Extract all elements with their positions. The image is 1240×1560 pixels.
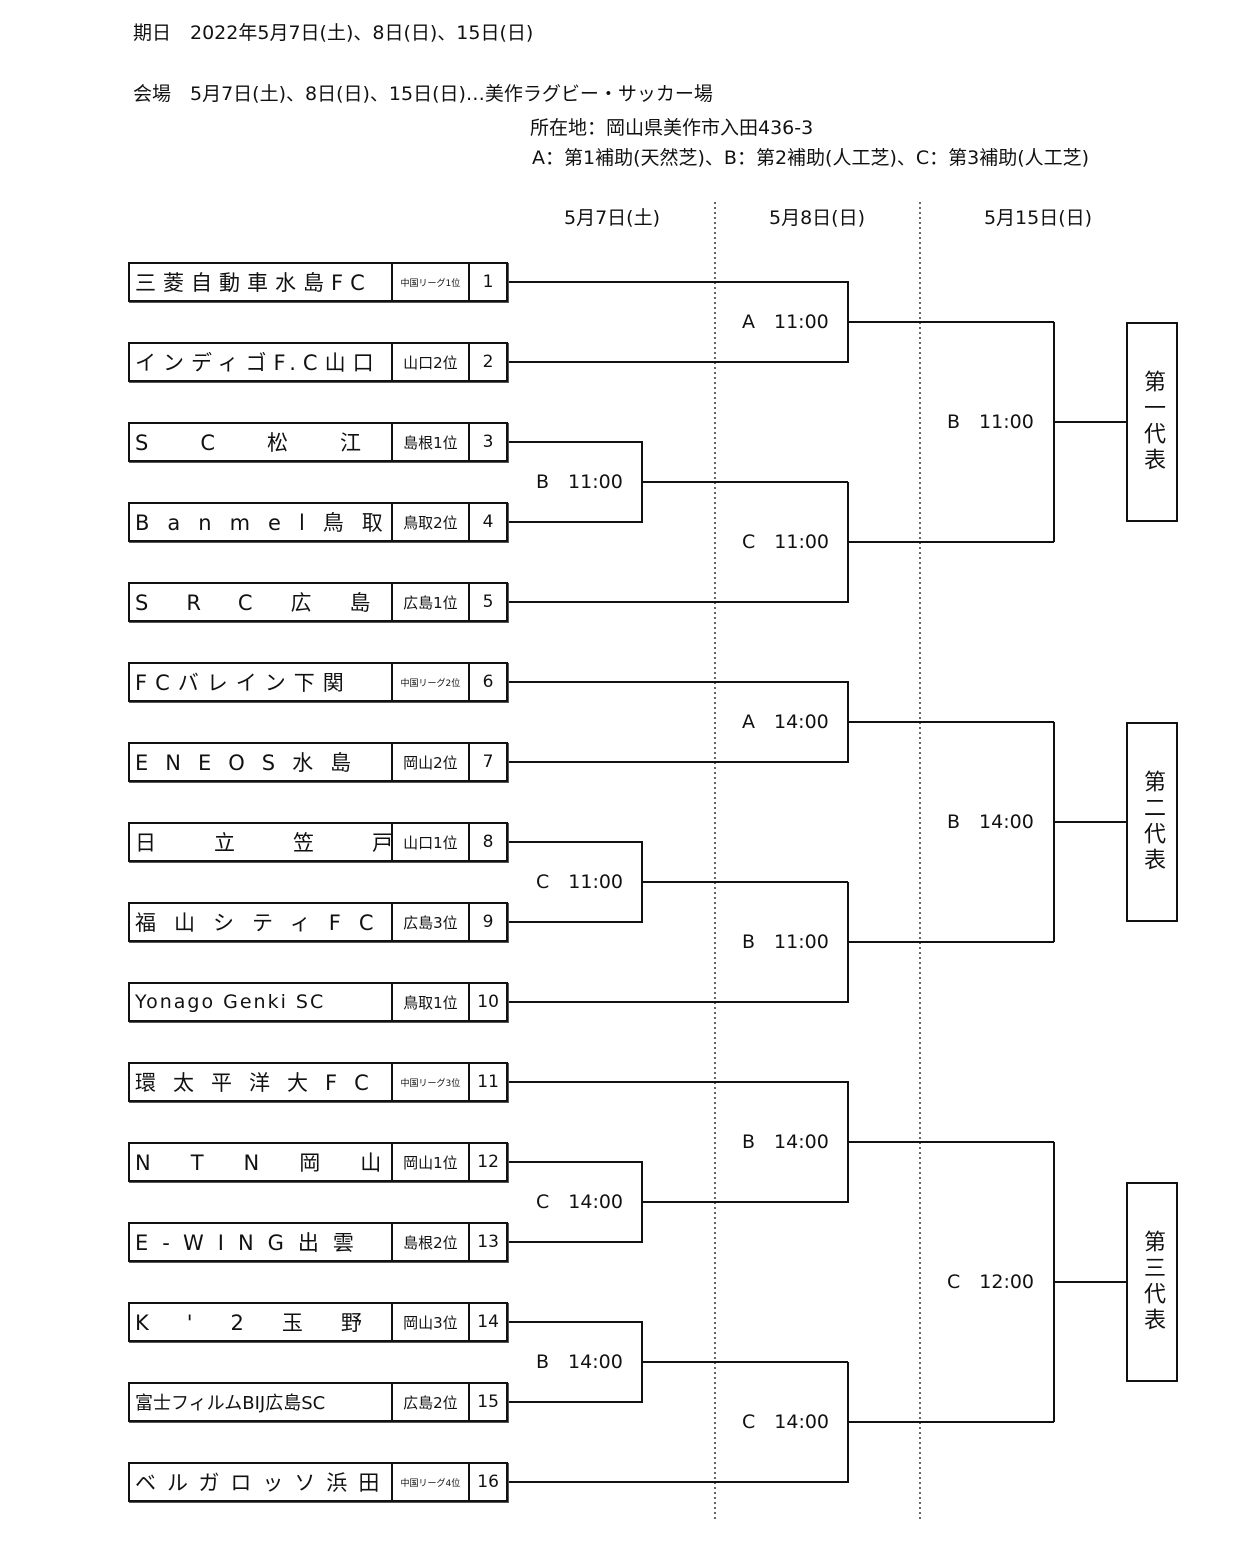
match-label-r2: B 14:00 (742, 1131, 829, 1153)
match-label-r1: C 11:00 (536, 871, 624, 893)
team-seed: 9 (482, 912, 494, 932)
team-name: ベルガロッソ浜田 (130, 1464, 393, 1500)
winner-box-2: 第二代表 (1126, 722, 1178, 922)
match-label-r3: B 11:00 (947, 411, 1034, 433)
match-label-r2: A 11:00 (742, 311, 829, 333)
team-seed: 12 (477, 1152, 499, 1172)
team-row-6: FCバレイン下関 中国リーグ2位 6 (128, 662, 508, 702)
team-name: ENEOS水島 (130, 744, 393, 780)
team-seed: 4 (482, 512, 494, 532)
team-seed: 10 (477, 992, 499, 1012)
match-label-r1: C 14:00 (536, 1191, 624, 1213)
team-name: インディゴF.C山口 (130, 344, 393, 380)
team-qualification: 山口1位 (393, 824, 471, 860)
team-qualification: 鳥取1位 (393, 984, 471, 1020)
date-line: 期日 2022年5月7日(土)、8日(日)、15日(日) (133, 22, 534, 44)
team-name: SC松江 (130, 424, 393, 460)
match-label-r1: B 14:00 (536, 1351, 623, 1373)
match-label-r2: A 14:00 (742, 711, 829, 733)
team-name: Yonago Genki SC (130, 984, 393, 1020)
team-qualification: 広島1位 (393, 584, 471, 620)
team-qualification: 中国リーグ2位 (393, 664, 471, 700)
team-seed: 5 (482, 592, 494, 612)
team-row-12: NTN岡山 岡山1位 12 (128, 1142, 508, 1182)
team-qualification: 中国リーグ3位 (393, 1064, 471, 1100)
team-row-5: SRC広島 広島1位 5 (128, 582, 508, 622)
team-qualification: 広島3位 (393, 904, 471, 940)
match-label-r3: C 12:00 (947, 1271, 1035, 1293)
team-seed: 7 (482, 752, 494, 772)
match-label-r3: B 14:00 (947, 811, 1034, 833)
team-name: K'2玉野 (130, 1304, 393, 1340)
team-seed: 13 (477, 1232, 499, 1252)
team-row-3: SC松江 島根1位 3 (128, 422, 508, 462)
team-qualification: 広島2位 (393, 1384, 471, 1420)
team-qualification: 島根1位 (393, 424, 471, 460)
team-seed: 16 (477, 1472, 499, 1492)
fields-line: A：第1補助(天然芝)、B：第2補助(人工芝)、C：第3補助(人工芝) (532, 147, 1090, 169)
match-label-r2: B 11:00 (742, 931, 829, 953)
winner-box-3: 第三代表 (1126, 1182, 1178, 1382)
team-name: SRC広島 (130, 584, 393, 620)
team-name: 富士フィルムBIJ広島SC (130, 1384, 393, 1420)
team-qualification: 島根2位 (393, 1224, 471, 1260)
team-seed: 1 (482, 272, 494, 292)
team-row-13: E-WING出雲 島根2位 13 (128, 1222, 508, 1262)
team-qualification: 岡山1位 (393, 1144, 471, 1180)
team-qualification: 中国リーグ1位 (393, 264, 471, 300)
team-seed: 14 (477, 1312, 499, 1332)
team-qualification: 鳥取2位 (393, 504, 471, 540)
bracket-match-b1100-d2 (508, 882, 849, 1003)
team-seed: 2 (482, 352, 494, 372)
team-row-9: 福山シティFC 広島3位 9 (128, 902, 508, 942)
bracket-match-c1400-d1 (508, 1161, 643, 1243)
team-seed: 11 (477, 1072, 499, 1092)
team-row-16: ベルガロッソ浜田 中国リーグ4位 16 (128, 1462, 508, 1502)
team-row-1: 三菱自動車水島FC 中国リーグ1位 1 (128, 262, 508, 302)
team-row-4: Banmel鳥取 鳥取2位 4 (128, 502, 508, 542)
team-name: 環太平洋大FC (130, 1064, 393, 1100)
team-name: 日立笠戸 (130, 824, 393, 860)
day-label-may7: 5月7日(土) (563, 207, 660, 229)
team-row-15: 富士フィルムBIJ広島SC 広島2位 15 (128, 1382, 508, 1422)
address-line: 所在地：岡山県美作市入田436-3 (530, 117, 814, 139)
team-seed: 3 (482, 432, 494, 452)
team-qualification: 山口2位 (393, 344, 471, 380)
day-label-may15: 5月15日(日) (983, 207, 1093, 229)
match-label-r1: B 11:00 (536, 471, 623, 493)
team-seed: 15 (477, 1392, 499, 1412)
team-row-10: Yonago Genki SC 鳥取1位 10 (128, 982, 508, 1022)
venue-line: 会場 5月7日(土)、8日(日)、15日(日)…美作ラグビー・サッカー場 (133, 83, 713, 105)
team-seed: 6 (482, 672, 494, 692)
team-name: FCバレイン下関 (130, 664, 393, 700)
team-row-14: K'2玉野 岡山3位 14 (128, 1302, 508, 1342)
team-row-11: 環太平洋大FC 中国リーグ3位 11 (128, 1062, 508, 1102)
team-seed: 8 (482, 832, 494, 852)
day-label-may8: 5月8日(日) (768, 207, 865, 229)
team-row-7: ENEOS水島 岡山2位 7 (128, 742, 508, 782)
team-name: Banmel鳥取 (130, 504, 393, 540)
team-row-8: 日立笠戸 山口1位 8 (128, 822, 508, 862)
team-name: 福山シティFC (130, 904, 393, 940)
match-label-r2: C 11:00 (742, 531, 830, 553)
team-qualification: 岡山2位 (393, 744, 471, 780)
team-name: 三菱自動車水島FC (130, 264, 393, 300)
team-qualification: 岡山3位 (393, 1304, 471, 1340)
team-qualification: 中国リーグ4位 (393, 1464, 471, 1500)
team-row-2: インディゴF.C山口 山口2位 2 (128, 342, 508, 382)
team-name: NTN岡山 (130, 1144, 393, 1180)
team-name: E-WING出雲 (130, 1224, 393, 1260)
winner-box-1: 第一代表 (1126, 322, 1178, 522)
bracket-match-c1100 (508, 482, 849, 603)
match-label-r2: C 14:00 (742, 1411, 830, 1433)
bracket-match-c1400-d2 (508, 1362, 849, 1483)
